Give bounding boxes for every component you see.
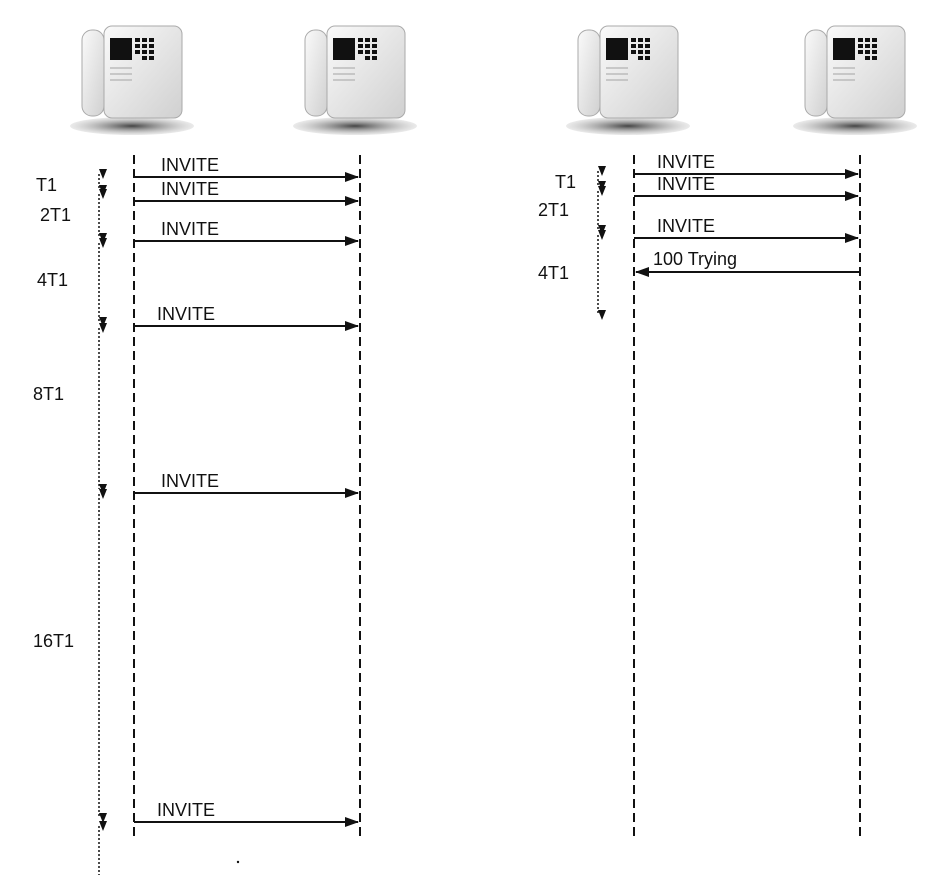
phone-icon <box>565 25 691 136</box>
timer-label: 16T1 <box>33 631 74 651</box>
phone-icon <box>292 25 418 136</box>
message-label: INVITE <box>657 152 715 172</box>
left-sequence: INVITE INVITE INVITE INVITE INVITE INVIT… <box>33 155 361 875</box>
message-label: 100 Trying <box>653 249 737 269</box>
message-label: INVITE <box>657 216 715 236</box>
message-label: INVITE <box>157 304 215 324</box>
timer-label: T1 <box>555 172 576 192</box>
timer-label: 8T1 <box>33 384 64 404</box>
right-sequence: INVITE INVITE INVITE 100 Trying T1 2T1 4… <box>538 152 861 838</box>
timer-label: 4T1 <box>538 263 569 283</box>
message-label: INVITE <box>157 800 215 820</box>
timer-label: 4T1 <box>37 270 68 290</box>
phone-icon <box>792 25 918 136</box>
message-label: INVITE <box>657 174 715 194</box>
dot <box>236 860 240 864</box>
timer-label: T1 <box>36 175 57 195</box>
message-label: INVITE <box>161 179 219 199</box>
phone-icon <box>69 25 195 136</box>
message-label: INVITE <box>161 155 219 175</box>
timer-label: 2T1 <box>40 205 71 225</box>
message-label: INVITE <box>161 471 219 491</box>
timer-label: 2T1 <box>538 200 569 220</box>
message-label: INVITE <box>161 219 219 239</box>
